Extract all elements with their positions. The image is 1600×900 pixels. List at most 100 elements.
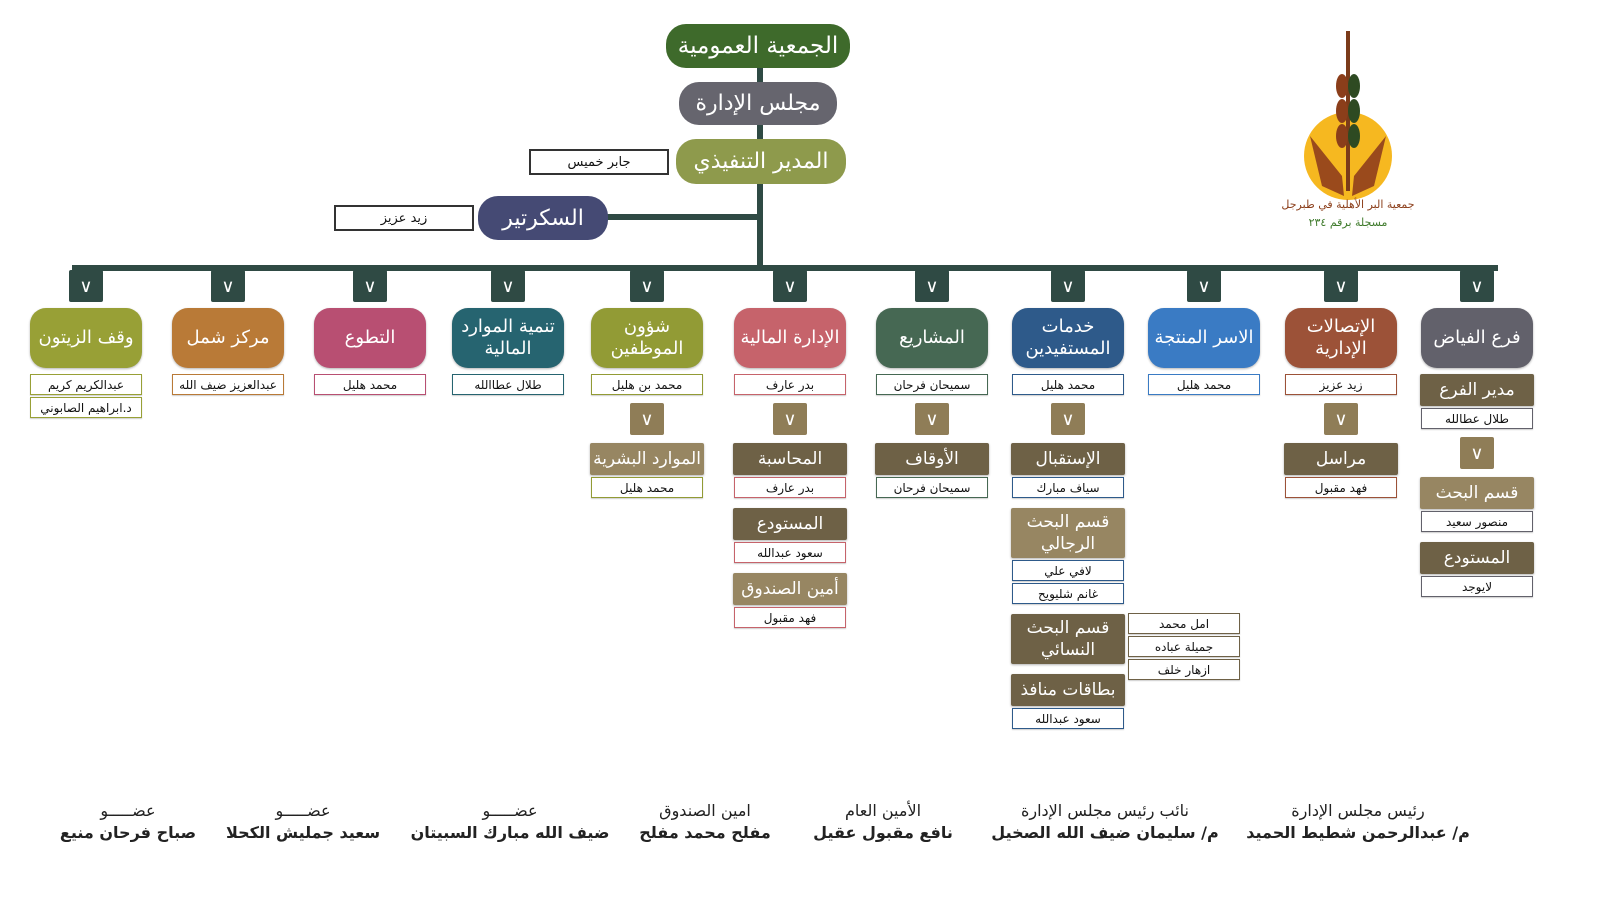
board-member: الأمين العام نافع مقبول عقيل [813, 800, 953, 844]
person-name-box: ازهار خلف [1128, 659, 1240, 680]
chevron-down-icon[interactable]: ∨ [1324, 270, 1358, 302]
board-member: عضـــــو صباح فرحان منيع [60, 800, 196, 844]
department-node: تنمية الموارد المالية [452, 308, 564, 368]
sub-unit-node: أمين الصندوق [733, 573, 847, 605]
chevron-down-icon[interactable]: ∨ [1051, 403, 1085, 435]
board-member-name: نافع مقبول عقيل [813, 823, 953, 842]
chevron-down-icon[interactable]: ∨ [69, 270, 103, 302]
person-name-box: طلال عطالله [1421, 408, 1533, 429]
person-name-box: محمد هليل [314, 374, 426, 395]
person-name-box: سعود عبدالله [1012, 708, 1124, 729]
board-member-name: م/ عبدالرحمن شطيط الحميد [1246, 823, 1470, 842]
department-node: فرع الفياض [1421, 308, 1533, 368]
person-name-box: محمد هليل [1148, 374, 1260, 395]
wheat-hands-logo-icon: جمعية البر الأهلية في طبرجل مسجلة برقم ٢… [1281, 31, 1415, 229]
chevron-down-icon[interactable]: ∨ [1324, 403, 1358, 435]
chevron-down-icon[interactable]: ∨ [211, 270, 245, 302]
person-name-box: د.ابراهيم الصابوني [30, 397, 142, 418]
person-name-box: غانم شليويح [1012, 583, 1124, 604]
person-name-box: منصور سعيد [1421, 511, 1533, 532]
person-name-box: محمد هليل [1012, 374, 1124, 395]
person-name-box: زيد عزيز [1285, 374, 1397, 395]
board-node: مجلس الإدارة [679, 82, 837, 125]
person-name-box: فهد مقبول [1285, 477, 1397, 498]
person-name-box: جميلة عباده [1128, 636, 1240, 657]
chevron-down-icon[interactable]: ∨ [353, 270, 387, 302]
person-name-box: عبدالكريم كريم [30, 374, 142, 395]
chevron-down-icon[interactable]: ∨ [491, 270, 525, 302]
person-name-box: بدر عارف [734, 374, 846, 395]
secretary-node: السكرتير [478, 196, 608, 240]
sub-unit-node: المستودع [733, 508, 847, 540]
sub-unit-node: قسم البحث الرجالي [1011, 508, 1125, 558]
board-member-role: امين الصندوق [659, 801, 751, 820]
person-name-box: فهد مقبول [734, 607, 846, 628]
chevron-down-icon[interactable]: ∨ [630, 403, 664, 435]
person-name-box: لايوجد [1421, 576, 1533, 597]
board-member-name: م/ سليمان ضيف الله الصخيل [991, 823, 1219, 842]
board-member: رئيس مجلس الإدارة م/ عبدالرحمن شطيط الحمي… [1246, 800, 1470, 844]
chevron-down-icon[interactable]: ∨ [915, 403, 949, 435]
department-column: مركز شمل عبدالعزيز ضيف الله [170, 308, 286, 395]
board-member-name: ضيف الله مبارك السبيتان [410, 823, 610, 842]
department-column: التطوع محمد هليل [312, 308, 428, 395]
sub-unit-node: مدير الفرع [1420, 374, 1534, 406]
person-name-box: محمد بن هليل [591, 374, 703, 395]
executive-director-name: جابر خميس [529, 149, 669, 175]
person-name-box: بدر عارف [734, 477, 846, 498]
department-column: شؤون الموظفين محمد بن هليل ∨ الموارد البشري… [589, 308, 705, 498]
sub-unit-node: المحاسبة [733, 443, 847, 475]
department-node: الاسر المنتجة [1148, 308, 1260, 368]
board-member: امين الصندوق مفلح محمد مفلح [639, 800, 771, 844]
sub-unit-node: الأوقاف [875, 443, 989, 475]
department-node: مركز شمل [172, 308, 284, 368]
sub-unit-node: المستودع [1420, 542, 1534, 574]
chevron-down-icon[interactable]: ∨ [773, 270, 807, 302]
person-name-box: سميحان فرحان [876, 477, 988, 498]
sub-unit-node: الموارد البشرية [590, 443, 704, 475]
department-column: الاسر المنتجة محمد هليل [1146, 308, 1262, 395]
secretary-connector [600, 214, 760, 220]
secretary-name: زيد عزيز [334, 205, 474, 231]
board-member-role: عضـــــو [100, 801, 156, 820]
person-name-box: طلال عطاالله [452, 374, 564, 395]
board-member-role: نائب رئيس مجلس الإدارة [1020, 801, 1189, 820]
svg-text:جمعية البر الأهلية في طبرجل: جمعية البر الأهلية في طبرجل [1282, 197, 1415, 211]
chevron-down-icon[interactable]: ∨ [1187, 270, 1221, 302]
department-node: خدمات المستفيدين [1012, 308, 1124, 368]
department-node: التطوع [314, 308, 426, 368]
chevron-down-icon[interactable]: ∨ [915, 270, 949, 302]
sub-unit-node: قسم البحث النسائي [1011, 614, 1125, 664]
board-member-name: صباح فرحان منيع [59, 823, 197, 842]
chevron-down-icon[interactable]: ∨ [1460, 270, 1494, 302]
department-node: شؤون الموظفين [591, 308, 703, 368]
board-member-name: مفلح محمد مفلح [639, 823, 771, 842]
department-node: الإتصالات الإدارية [1285, 308, 1397, 368]
sub-unit-node: الإستقبال [1011, 443, 1125, 475]
board-member-role: رئيس مجلس الإدارة [1291, 801, 1425, 820]
department-node: المشاريع [876, 308, 988, 368]
main-connector-horizontal [72, 265, 1498, 271]
chevron-down-icon[interactable]: ∨ [1051, 270, 1085, 302]
person-name-box: امل محمد [1128, 613, 1240, 634]
chevron-down-icon[interactable]: ∨ [1460, 437, 1494, 469]
sub-unit-node: قسم البحث [1420, 477, 1534, 509]
board-member: نائب رئيس مجلس الإدارة م/ سليمان ضيف الله… [991, 800, 1218, 844]
general-assembly-node: الجمعية العمومية [666, 24, 850, 68]
chevron-down-icon[interactable]: ∨ [630, 270, 664, 302]
chevron-down-icon[interactable]: ∨ [773, 403, 807, 435]
board-member-role: الأمين العام [844, 801, 922, 820]
svg-text:مسجلة برقم ٢٣٤: مسجلة برقم ٢٣٤ [1309, 216, 1388, 229]
person-name-box: سميحان فرحان [876, 374, 988, 395]
person-name-box: لافي علي [1012, 560, 1124, 581]
person-name-box: سياف مبارك [1012, 477, 1124, 498]
person-name-box: عبدالعزيز ضيف الله [172, 374, 284, 395]
